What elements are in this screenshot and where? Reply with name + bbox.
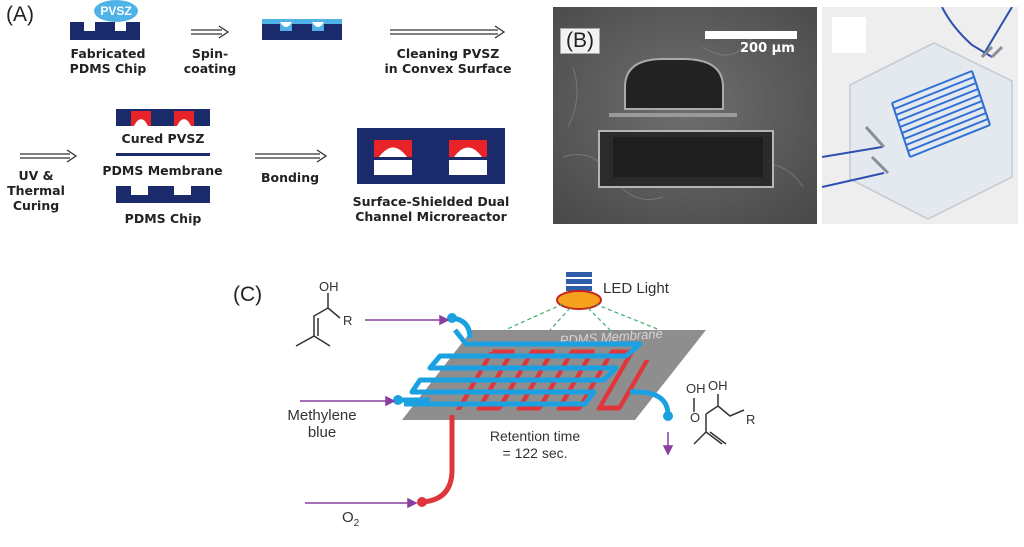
o2-label: O2 bbox=[342, 509, 360, 529]
arrow-spin bbox=[191, 25, 230, 39]
final-microreactor-graphic bbox=[357, 128, 505, 184]
pvsz-bubble-label: PVSZ bbox=[100, 4, 131, 18]
inlet-o2-dot bbox=[417, 497, 427, 507]
pdms-chip-label: PDMS Chip bbox=[124, 211, 202, 226]
arrow-uv bbox=[20, 149, 78, 163]
reactant-r: R bbox=[343, 313, 352, 328]
panel-b-label: (B) bbox=[560, 28, 600, 54]
inlet-methylene-dot bbox=[393, 395, 403, 405]
retention-time-label: Retention time= 122 sec. bbox=[489, 428, 581, 461]
inlet-reactant-dot bbox=[447, 313, 457, 323]
spin-coated-chip-graphic bbox=[262, 19, 342, 40]
cured-pvsz-graphic bbox=[116, 109, 210, 126]
arrow-cleaning bbox=[390, 25, 506, 39]
arrow-bonding bbox=[255, 149, 328, 163]
product-oh2: OH bbox=[708, 378, 728, 393]
cured-pvsz-label: Cured PVSZ bbox=[121, 131, 205, 146]
light-rays bbox=[504, 303, 661, 331]
membrane-line-graphic bbox=[116, 153, 210, 156]
bonding-label: Bonding bbox=[260, 170, 320, 185]
product-r: R bbox=[746, 412, 755, 427]
outlet-dot bbox=[663, 411, 673, 421]
panel-a-label: (A) bbox=[6, 3, 34, 26]
reactant-structure bbox=[295, 293, 341, 347]
panel-a-schematic: PVSZ bbox=[20, 0, 506, 203]
blue-channel bbox=[404, 328, 643, 407]
reactant-oh: OH bbox=[319, 279, 339, 294]
chip-photo bbox=[822, 7, 1018, 224]
product-o: O bbox=[690, 410, 700, 425]
scale-bar-label: 200 μm bbox=[740, 41, 795, 56]
spin-coating-label: Spin-coating bbox=[183, 46, 237, 76]
led-light-label: LED Light bbox=[603, 280, 669, 297]
panel-c-label: (C) bbox=[233, 283, 263, 306]
product-oh1: OH bbox=[686, 381, 706, 396]
fabricated-chip-graphic bbox=[70, 0, 140, 40]
product-structure bbox=[693, 394, 745, 445]
pdms-chip-graphic bbox=[116, 186, 210, 203]
feed-arrows bbox=[300, 314, 674, 509]
pdms-membrane-label: PDMS Membrane bbox=[102, 163, 223, 178]
led-light-graphic bbox=[556, 272, 602, 310]
